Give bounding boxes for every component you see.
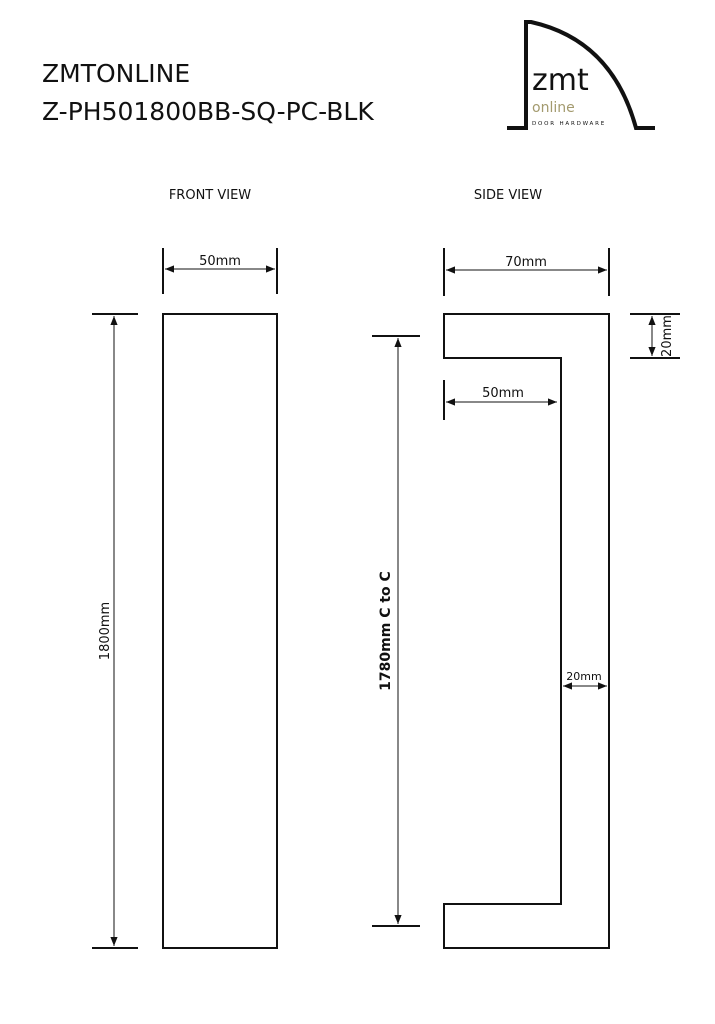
product-code: Z-PH501800BB-SQ-PC-BLK <box>42 97 374 126</box>
brand-title: ZMTONLINE <box>42 59 190 88</box>
front-height-label: 1800mm <box>98 602 113 660</box>
bar-width-label: 20mm <box>566 670 601 683</box>
inner-clearance-label: 50mm <box>482 386 524 401</box>
side-handle-outline <box>443 313 610 949</box>
side-view-title: SIDE VIEW <box>474 188 542 203</box>
front-handle-outline <box>162 313 278 949</box>
side-view <box>372 248 680 949</box>
front-view <box>92 248 278 949</box>
side-depth-label: 70mm <box>505 255 547 270</box>
centers-label: 1780mm C to C <box>378 571 394 691</box>
zmt-online-logo: zmt online DOOR HARDWARE <box>507 20 655 130</box>
front-width-label: 50mm <box>199 254 241 269</box>
logo-main-text: zmt <box>532 63 589 98</box>
bar-thickness-label: 20mm <box>660 315 675 357</box>
logo-tagline: DOOR HARDWARE <box>532 121 606 127</box>
front-view-title: FRONT VIEW <box>169 188 251 203</box>
logo-sub-text: online <box>532 100 575 116</box>
